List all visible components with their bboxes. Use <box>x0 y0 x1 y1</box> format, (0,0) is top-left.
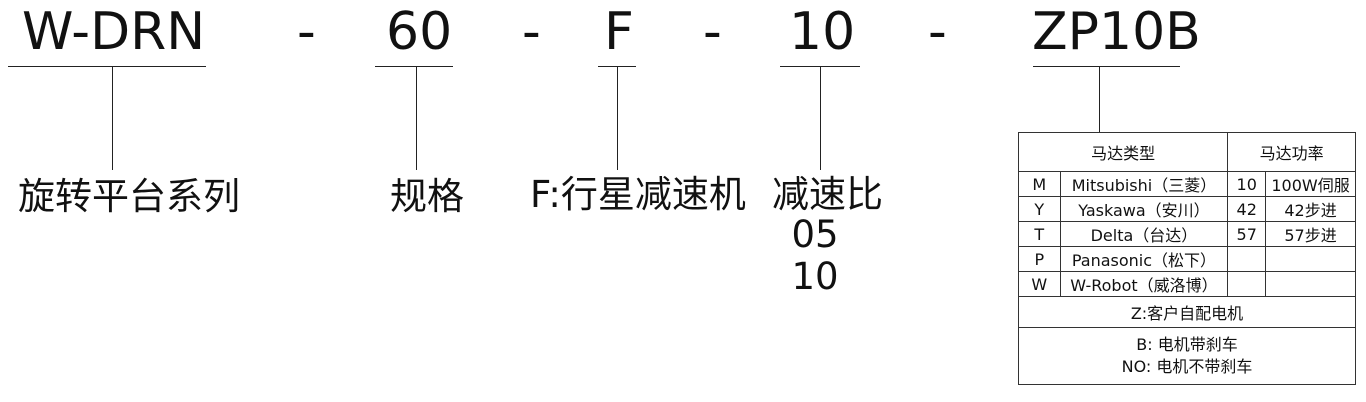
legend-row: P Panasonic（松下） <box>1018 246 1356 272</box>
power-code <box>1227 246 1267 272</box>
power-code: 57 <box>1227 221 1267 247</box>
motor-code: P <box>1018 246 1061 272</box>
ratio-option: 05 <box>791 213 839 256</box>
size-leader <box>416 66 417 170</box>
size-label: 规格 <box>390 175 464 218</box>
ratio-label: 减速比 <box>772 173 883 216</box>
code-size: 60 <box>386 2 453 62</box>
ratio-leader <box>820 66 821 170</box>
ratio-option: 10 <box>791 255 839 298</box>
series-underline <box>8 66 206 67</box>
self-supplied-motor-note: Z:客户自配电机 <box>1018 296 1356 328</box>
legend-row: T Delta（台达） 57 57步进 <box>1018 221 1356 247</box>
motor-brand: Delta（台达） <box>1059 221 1229 247</box>
no-brake-note: NO: 电机不带刹车 <box>1121 357 1253 376</box>
series-label: 旋转平台系列 <box>18 175 240 218</box>
motor-leader <box>1099 66 1100 132</box>
series-leader <box>112 66 113 170</box>
power-desc: 57步进 <box>1265 221 1356 247</box>
code-type: F <box>604 2 634 62</box>
motor-underline <box>1033 66 1180 67</box>
motor-code: Y <box>1018 196 1061 222</box>
legend-row: M Mitsubishi（三菱） 10 100W伺服 <box>1018 171 1356 197</box>
power-code: 10 <box>1227 171 1267 197</box>
brake-notes: B: 电机带刹车 NO: 电机不带刹车 <box>1018 327 1356 385</box>
motor-brand: Panasonic（松下） <box>1059 246 1229 272</box>
brake-note: B: 电机带刹车 <box>1136 335 1238 354</box>
power-desc: 100W伺服 <box>1265 171 1356 197</box>
motor-legend-table: 马达类型 马达功率 M Mitsubishi（三菱） 10 100W伺服 Y Y… <box>1017 132 1356 385</box>
code-separator: - <box>703 2 722 62</box>
motor-brand: Yaskawa（安川） <box>1059 196 1229 222</box>
code-separator: - <box>928 2 947 62</box>
motor-code: M <box>1018 171 1061 197</box>
power-code <box>1227 271 1267 297</box>
power-code: 42 <box>1227 196 1267 222</box>
motor-code: W <box>1018 271 1061 297</box>
header-motor-type: 马达类型 <box>1017 132 1229 172</box>
legend-row: W W-Robot（威洛博） <box>1018 271 1356 297</box>
code-separator: - <box>522 2 541 62</box>
header-motor-power: 马达功率 <box>1227 132 1356 172</box>
motor-code: T <box>1018 221 1061 247</box>
legend-row: Y Yaskawa（安川） 42 42步进 <box>1018 196 1356 222</box>
power-desc <box>1265 246 1356 272</box>
motor-brand: W-Robot（威洛博） <box>1059 271 1229 297</box>
motor-brand: Mitsubishi（三菱） <box>1059 171 1229 197</box>
type-label: F:行星减速机 <box>530 173 746 216</box>
code-ratio: 10 <box>789 2 856 62</box>
power-desc: 42步进 <box>1265 196 1356 222</box>
code-separator: - <box>297 2 316 62</box>
code-motor: ZP10B <box>1032 2 1201 62</box>
code-series: W-DRN <box>22 2 206 62</box>
power-desc <box>1265 271 1356 297</box>
size-underline <box>375 66 453 67</box>
type-leader <box>617 66 618 170</box>
